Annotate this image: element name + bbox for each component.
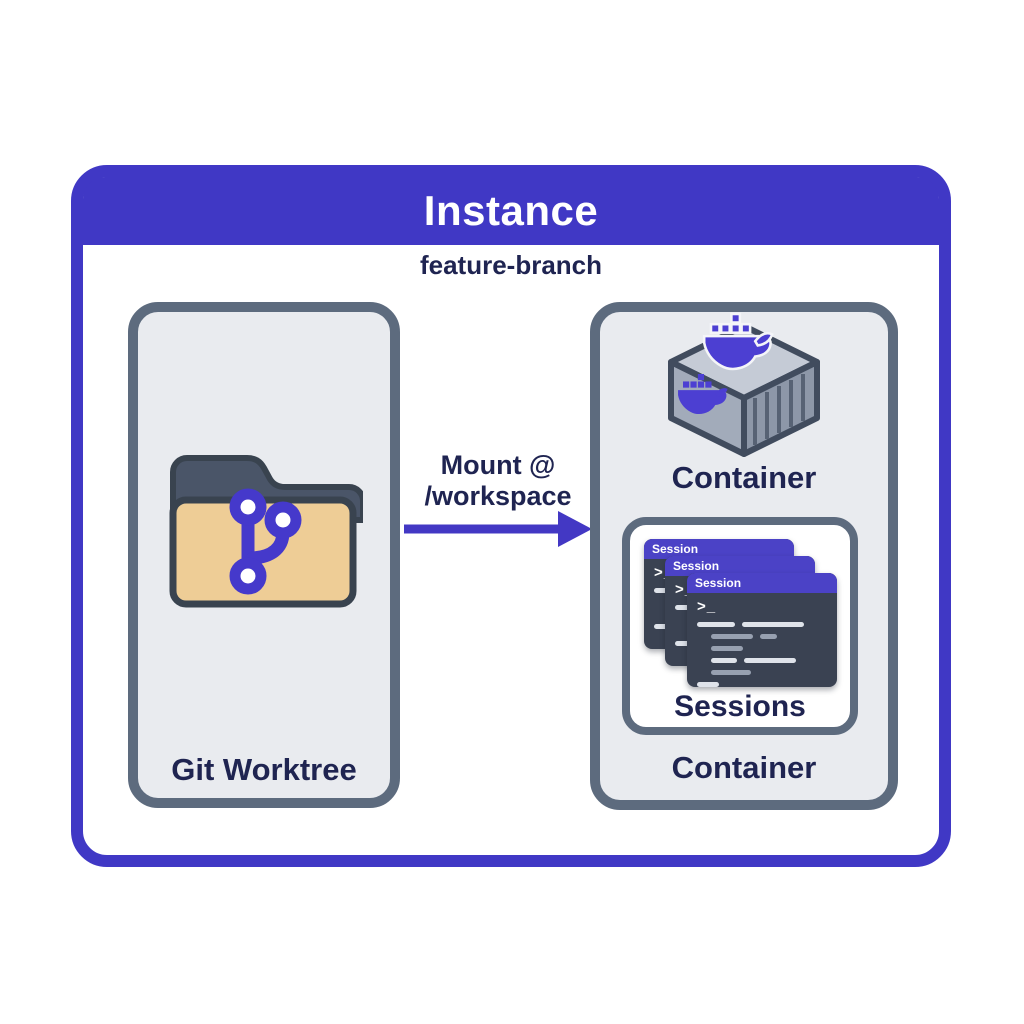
git-branch-folder-icon <box>169 455 363 608</box>
session-terminal-window: Session >_ <box>687 573 837 687</box>
mount-label-line2: /workspace <box>424 481 572 512</box>
container-ridges <box>753 374 805 445</box>
instance-header: Instance <box>83 177 939 245</box>
session-title-bar: Session <box>687 573 837 593</box>
terminal-prompt-icon: >_ <box>697 598 717 615</box>
mount-arrow-icon <box>404 511 592 547</box>
sessions-label: Sessions <box>674 690 806 723</box>
docker-container-icon <box>668 312 820 457</box>
git-branch-glyph <box>229 488 302 595</box>
terminal-content: >_ <box>687 593 837 687</box>
mount-label: Mount @ /workspace <box>398 450 598 512</box>
branch-subtitle: feature-branch <box>419 250 603 280</box>
container-icon-label: Container <box>671 460 817 495</box>
session-title-bar: Session <box>665 556 815 576</box>
container-bottom-label: Container <box>671 750 817 785</box>
session-title-bar: Session <box>644 539 794 559</box>
mount-label-line1: Mount @ <box>440 450 556 480</box>
git-worktree-label: Git Worktree <box>171 752 357 787</box>
instance-title: Instance <box>423 187 599 234</box>
